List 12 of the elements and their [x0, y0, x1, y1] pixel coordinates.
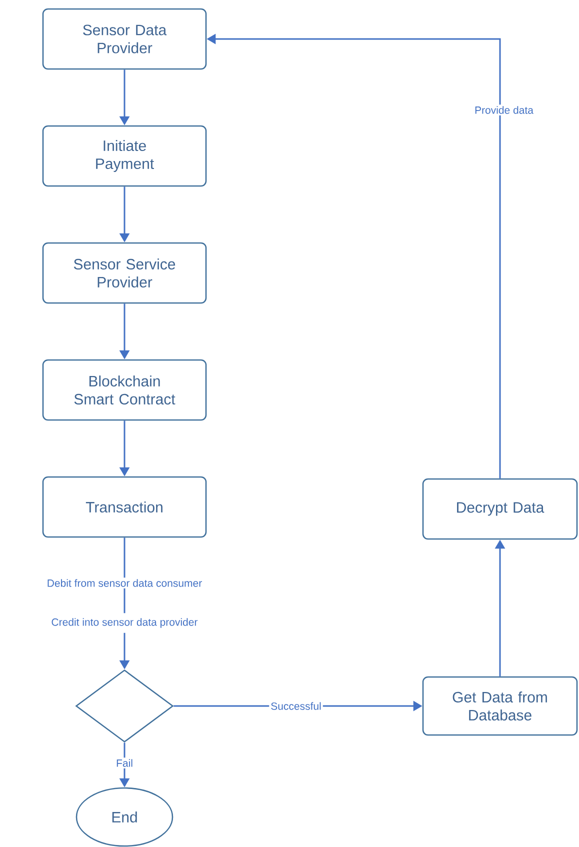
line-label: Credit into sensor data provider: [50, 613, 200, 633]
edge-label: Debit from sensor data consumer: [45, 578, 204, 588]
process-box: Decrypt Data: [422, 478, 578, 540]
process-box: Transaction: [42, 476, 207, 538]
edge-label: Successful: [269, 700, 323, 712]
process-box: Sensor Service Provider: [42, 242, 207, 304]
edge-label: Provide data: [473, 104, 535, 116]
process-box: Blockchain Smart Contract: [42, 359, 207, 421]
process-box: Get Data from Database: [422, 676, 578, 736]
edge-label: Fail: [114, 758, 134, 768]
process-box: Sensor Data Provider: [42, 8, 207, 70]
process-box: Initiate Payment: [42, 125, 207, 187]
